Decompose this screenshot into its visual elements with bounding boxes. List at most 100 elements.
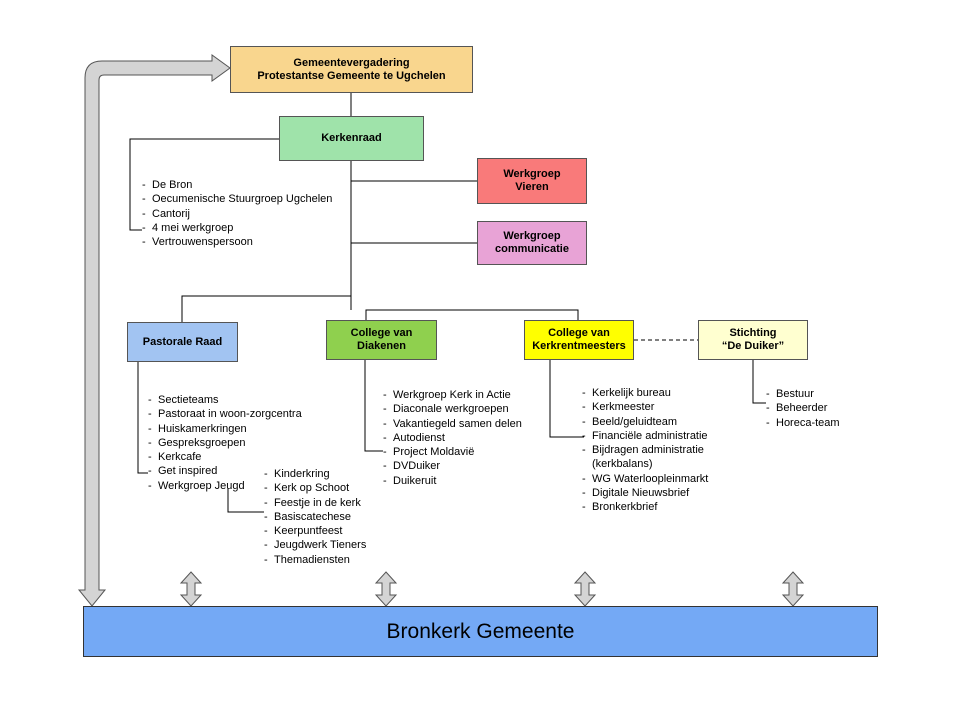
list-item-label: Sectieteams bbox=[158, 394, 219, 406]
list-item-label: Kinderkring bbox=[274, 468, 330, 480]
list-item-label: WG Waterloopleinmarkt bbox=[592, 472, 709, 485]
connector-kerkrentmeesters-list bbox=[549, 360, 584, 438]
list-item: Keerpuntfeest bbox=[264, 524, 366, 539]
list-item: Autodienst bbox=[383, 431, 522, 446]
list-item-label: Basiscatechese bbox=[274, 510, 352, 523]
list-stichting: BestuurBeheerderHoreca-team bbox=[766, 387, 840, 430]
list-item-label: Kerkmeester bbox=[592, 401, 655, 414]
list-item: Pastoraat in woon-zorgcentra bbox=[148, 407, 302, 422]
updown-arrow-3 bbox=[573, 571, 597, 607]
list-item-label: Bestuur bbox=[776, 388, 814, 400]
list-item: Huiskamerkringen bbox=[148, 422, 302, 437]
list-item: Oecumenische Stuurgroep Ugchelen bbox=[142, 192, 333, 207]
list-item-label: Duikeruit bbox=[393, 474, 437, 487]
node-college-kerkrentmeesters: College van Kerkrentmeesters bbox=[524, 320, 634, 360]
list-item-label: Keerpuntfeest bbox=[274, 525, 343, 538]
node-line-1: College van bbox=[548, 327, 610, 339]
list-item: Jeugdwerk Tieners bbox=[264, 538, 367, 553]
list-item: WG Waterloopleinmarkt bbox=[582, 472, 709, 487]
updown-arrow-1 bbox=[179, 571, 203, 607]
list-item: Kerkcafe bbox=[148, 450, 302, 465]
connector-stichting-list bbox=[752, 360, 766, 404]
list-item-label: Kerkcafe bbox=[158, 451, 202, 464]
list-item-label: 4 mei werkgroep bbox=[152, 221, 234, 234]
list-item: Bijdragen administratie(kerkbalans) bbox=[582, 443, 708, 472]
list-item-label: Feestje in de kerk bbox=[274, 496, 361, 509]
list-item: Werkgroep Kerk in Actie bbox=[383, 388, 522, 403]
node-line-1: Werkgroep bbox=[503, 230, 561, 242]
connector-diakenen-list bbox=[364, 360, 383, 452]
node-line-1: Pastorale Raad bbox=[142, 335, 223, 348]
list-item-label: Kerk op Schoot bbox=[274, 482, 350, 495]
list-item-label: Werkgroep Jeugd bbox=[158, 479, 245, 492]
list-item: Diaconale werkgroepen bbox=[383, 402, 522, 417]
list-item: Gespreksgroepen bbox=[148, 436, 302, 451]
node-line-2: Kerkrentmeesters bbox=[532, 340, 626, 352]
list-item-label: Vertrouwenspersoon bbox=[152, 236, 253, 249]
list-item-label: Digitale Nieuwsbrief bbox=[592, 487, 690, 500]
list-item-label: Gespreksgroepen bbox=[158, 436, 246, 449]
list-item: Cantorij bbox=[142, 207, 332, 222]
node-gemeentevergadering: Gemeentevergadering Protestantse Gemeent… bbox=[230, 46, 473, 93]
list-item: Vakantiegeld samen delen bbox=[383, 417, 522, 432]
list-item-label: Vakantiegeld samen delen bbox=[393, 417, 522, 430]
list-item: Bestuur bbox=[766, 387, 840, 402]
list-item: Beeld/geluidteam bbox=[582, 415, 708, 430]
list-pastorale-raad: SectieteamsPastoraat in woon-zorgcentraH… bbox=[148, 393, 302, 493]
feedback-arrow bbox=[77, 54, 231, 607]
list-item: Kerkelijk bureau bbox=[582, 386, 708, 401]
list-jeugd: KinderkringKerk op SchootFeestje in de k… bbox=[264, 467, 366, 567]
node-line-2: Vieren bbox=[515, 181, 549, 193]
list-kerkrentmeesters: Kerkelijk bureauKerkmeesterBeeld/geluidt… bbox=[582, 386, 708, 515]
node-line-1: Werkgroep bbox=[503, 168, 561, 180]
list-item: Project Moldavië bbox=[383, 445, 522, 460]
updown-arrow-2 bbox=[374, 571, 398, 607]
list-item-label: Autodienst bbox=[393, 431, 445, 444]
list-item: Vertrouwenspersoon bbox=[142, 235, 332, 250]
list-item-label: Horeca-team bbox=[776, 416, 840, 429]
list-item: Financiële administratie bbox=[582, 429, 708, 444]
list-item: Bronkerkbrief bbox=[582, 500, 708, 515]
list-kerkenraad: De BronOecumenische Stuurgroep UgchelenC… bbox=[142, 178, 333, 250]
bottom-bar-label: Bronkerk Gemeente bbox=[386, 619, 575, 643]
list-item: Horeca-team bbox=[766, 416, 840, 431]
list-item-label: Cantorij bbox=[152, 207, 190, 220]
list-item-label: Bijdragen administratie bbox=[592, 444, 704, 457]
node-line-1: College van bbox=[350, 327, 413, 339]
list-item-label: Oecumenische Stuurgroep Ugchelen bbox=[152, 193, 333, 206]
list-item: Themadiensten bbox=[264, 553, 366, 568]
list-item: Digitale Nieuwsbrief bbox=[582, 486, 708, 501]
connector-pastorale-list bbox=[137, 362, 148, 474]
list-item: DVDuiker bbox=[383, 459, 522, 474]
list-item: Kinderkring bbox=[264, 467, 366, 482]
list-item-label: DVDuiker bbox=[393, 460, 441, 473]
list-item: Werkgroep Jeugd bbox=[148, 479, 302, 494]
node-college-diakenen: College van Diakenen bbox=[326, 320, 437, 360]
node-line-1: Gemeentevergadering bbox=[293, 56, 410, 69]
connector-jeugd-list bbox=[227, 488, 264, 513]
list-item: Basiscatechese bbox=[264, 510, 366, 525]
list-item-label: Project Moldavië bbox=[393, 446, 475, 459]
list-item-label: Get inspired bbox=[158, 465, 218, 478]
list-item: Kerk op Schoot bbox=[264, 481, 366, 496]
list-item: Sectieteams bbox=[148, 393, 302, 408]
list-item-label: Themadiensten bbox=[274, 553, 350, 566]
connector-colleges-bus bbox=[181, 295, 351, 322]
list-item-label: Beheerder bbox=[776, 402, 828, 415]
node-line-1: Kerkenraad bbox=[321, 132, 382, 144]
node-line-2: “De Duiker” bbox=[721, 340, 785, 352]
list-item-label: Diaconale werkgroepen bbox=[393, 403, 509, 416]
node-line-2: Diakenen bbox=[357, 340, 406, 352]
connector-kerkenraad-list bbox=[129, 138, 279, 231]
node-werkgroep-vieren: Werkgroep Vieren bbox=[477, 158, 587, 204]
list-item-label: Jeugdwerk Tieners bbox=[274, 539, 367, 552]
node-line-2: communicatie bbox=[495, 243, 569, 255]
list-item-label: Bronkerkbrief bbox=[592, 501, 658, 514]
list-item-label: Beeld/geluidteam bbox=[592, 415, 678, 428]
list-item-continuation: (kerkbalans) bbox=[592, 458, 653, 471]
node-pastorale-raad: Pastorale Raad bbox=[127, 322, 238, 362]
list-item-label: De Bron bbox=[152, 179, 193, 191]
list-item-label: Pastoraat in woon-zorgcentra bbox=[158, 408, 302, 421]
list-item: Feestje in de kerk bbox=[264, 496, 366, 511]
